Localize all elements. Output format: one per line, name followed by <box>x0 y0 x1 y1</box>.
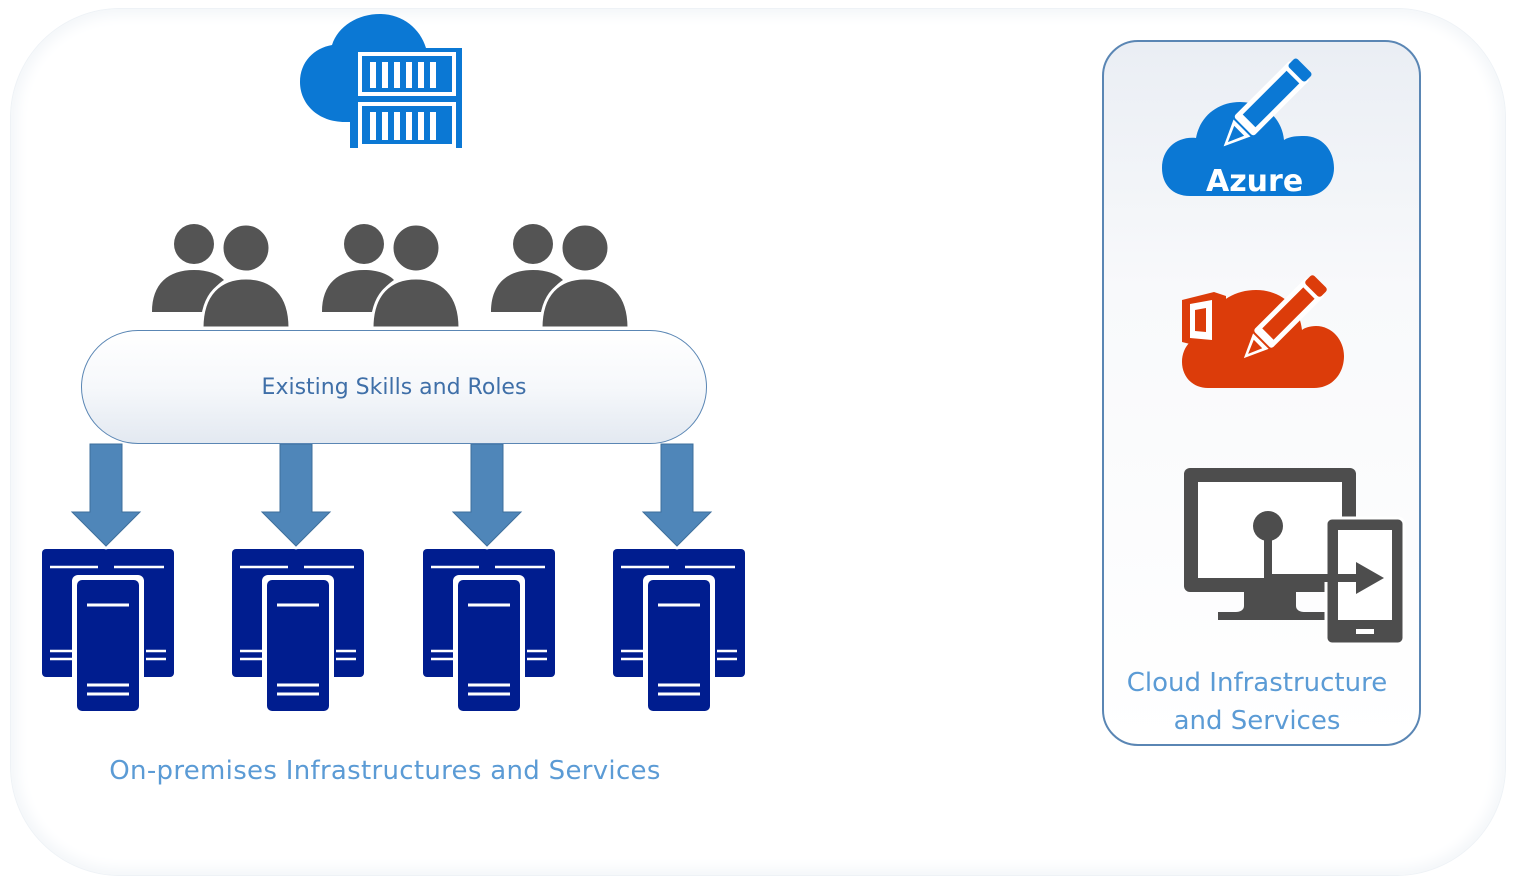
cloud-label-line2: and Services <box>1173 706 1341 736</box>
down-arrow-icon <box>642 443 712 547</box>
skills-label: Existing Skills and Roles <box>261 374 527 400</box>
server-stack-icon <box>611 547 747 713</box>
skills-and-roles-pill: Existing Skills and Roles <box>81 330 707 444</box>
user-group-icon <box>489 222 631 330</box>
outer-frame <box>10 8 1506 876</box>
server-stack-icon <box>421 547 557 713</box>
onprem-label: On-premises Infrastructures and Services <box>109 756 661 786</box>
down-arrow-icon <box>261 443 331 547</box>
user-group-icon <box>320 222 462 330</box>
azure-cloud-pencil-icon: Azure <box>1162 58 1334 199</box>
svg-text:Azure: Azure <box>1206 164 1303 199</box>
down-arrow-icon <box>71 443 141 547</box>
user-group-icon <box>150 222 292 330</box>
remote-desktop-icon <box>1184 468 1406 646</box>
cloud-services-label: Cloud Infrastructure and Services <box>1104 664 1410 740</box>
cloud-label-line1: Cloud Infrastructure <box>1126 668 1388 698</box>
server-stack-icon <box>40 547 176 713</box>
cloud-building-icon <box>300 14 462 148</box>
down-arrow-icon <box>452 443 522 547</box>
server-stack-icon <box>230 547 366 713</box>
office365-cloud-pencil-icon <box>1182 275 1344 388</box>
